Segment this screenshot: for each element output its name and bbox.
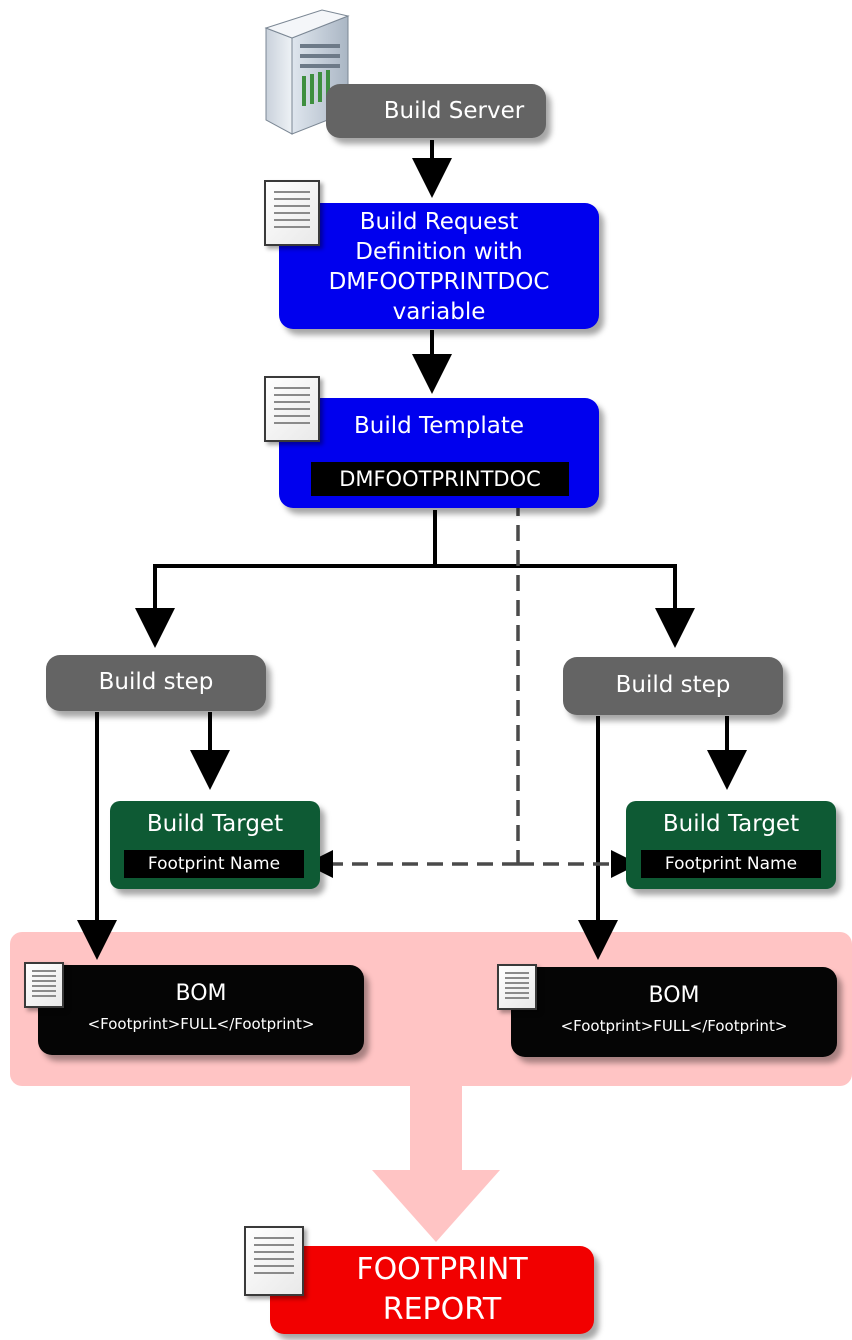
bom-right-node: BOM <Footprint>FULL</Footprint> <box>511 967 837 1057</box>
document-icon <box>244 1226 304 1296</box>
footprint-report-node: FOOTPRINT REPORT <box>270 1246 594 1334</box>
bom-right-subtext: <Footprint>FULL</Footprint> <box>560 1017 788 1035</box>
document-icon <box>264 376 320 442</box>
report-line-1: FOOTPRINT <box>356 1252 528 1287</box>
build-template-label: Build Template <box>354 413 524 439</box>
connector-template-split <box>135 510 437 648</box>
document-icon <box>24 962 64 1008</box>
build-request-node: Build Request Definition with DMFOOTPRIN… <box>279 203 599 329</box>
connector-template-split-right <box>435 564 695 648</box>
build-server-node: Build Server <box>326 84 546 138</box>
build-step-right-node: Build step <box>563 657 783 715</box>
build-step-left-node: Build step <box>46 655 266 711</box>
build-target-left-tag: Footprint Name <box>124 850 304 878</box>
template-variable-tag: DMFOOTPRINTDOC <box>311 462 569 496</box>
bom-left-label: BOM <box>175 981 227 1006</box>
server-icon <box>264 9 350 135</box>
build-target-left-label: Build Target <box>146 811 284 837</box>
document-icon <box>497 964 537 1010</box>
build-request-line-2: Definition with <box>355 239 523 265</box>
bom-left-node: BOM <Footprint>FULL</Footprint> <box>38 965 364 1055</box>
build-server-label: Build Server <box>383 98 525 124</box>
bom-right-label: BOM <box>648 983 700 1008</box>
report-line-2: REPORT <box>382 1292 502 1327</box>
bom-left-subtext: <Footprint>FULL</Footprint> <box>87 1015 315 1033</box>
build-request-line-1: Build Request <box>359 209 519 235</box>
report-flow-arrow <box>372 1086 500 1242</box>
document-icon <box>264 180 320 246</box>
build-step-right-label: Build step <box>615 672 731 698</box>
build-request-line-4: variable <box>392 299 486 325</box>
build-target-right-tag: Footprint Name <box>641 850 821 878</box>
build-request-line-3: DMFOOTPRINTDOC <box>328 269 550 295</box>
build-step-left-label: Build step <box>98 669 214 695</box>
build-target-right-label: Build Target <box>662 811 800 837</box>
